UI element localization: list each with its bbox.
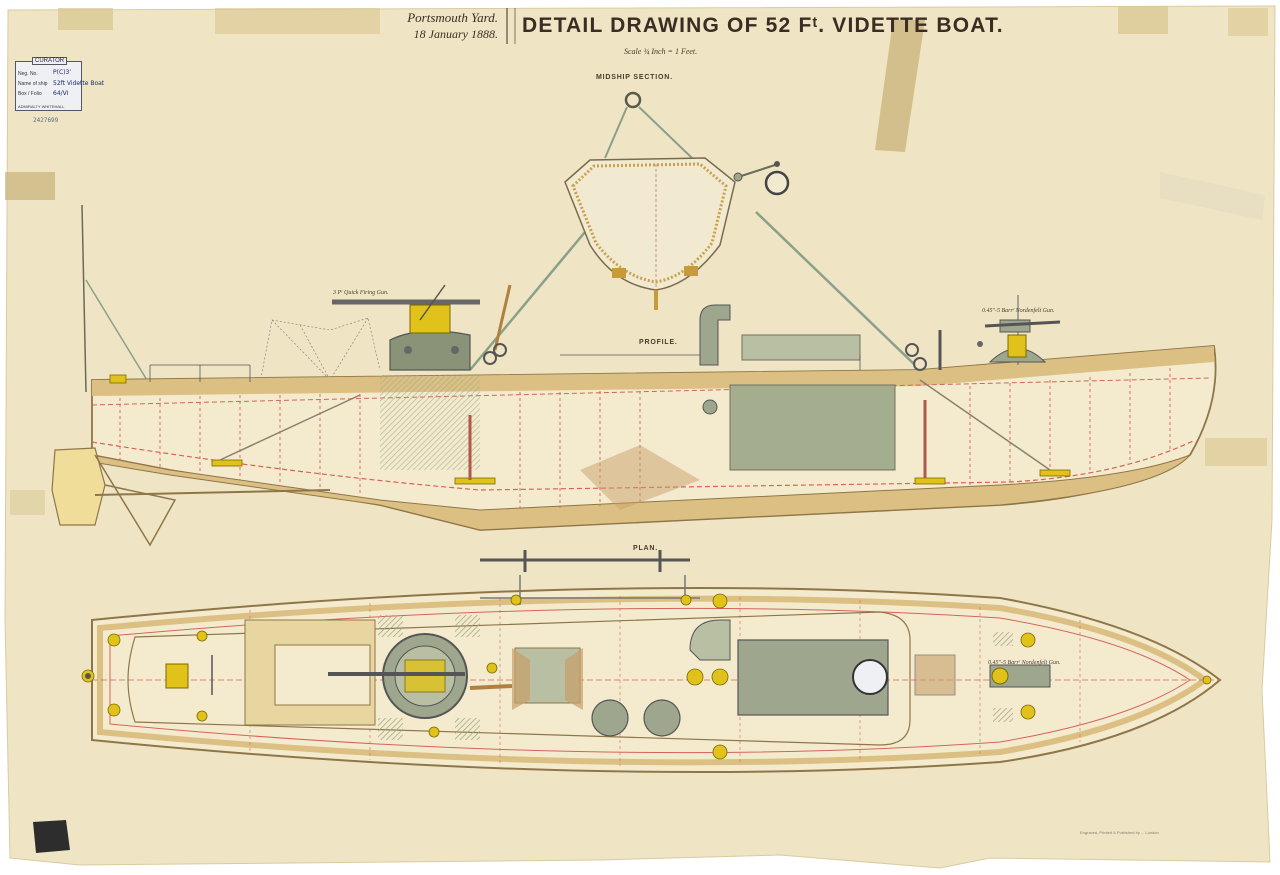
drawing-place: Portsmouth Yard. — [407, 10, 498, 25]
tape-mark — [1205, 438, 1267, 466]
tape-mark — [10, 490, 45, 515]
nordenfelt-plan-label: 0.45″-5 Barrʳ Nordenfelt Gun. — [988, 660, 1061, 666]
tape-mark — [1160, 172, 1265, 220]
stamp-row-label: Neg. No. — [18, 71, 38, 77]
tape-mark — [1228, 8, 1268, 36]
stamp-handwriting: 52ft Vidette Boat — [53, 80, 105, 87]
plan-label: PLAN. — [633, 545, 658, 552]
profile-view — [51, 204, 1217, 547]
curator-stamp: CURATOR Neg. No. P(C)3’ Name of ship 52f… — [15, 57, 104, 111]
tape-mark — [875, 20, 925, 152]
ink-stain — [33, 820, 70, 853]
drawing-scale: Scale ¾ Inch = 1 Feet. — [624, 47, 698, 56]
reference-number: 2427699 — [33, 117, 59, 124]
drawing-date: 18 January 1888. — [413, 27, 498, 41]
tape-mark — [1118, 6, 1168, 34]
stamp-row-label: Name of ship — [18, 81, 48, 87]
stamp-row-label: Box / Folio — [18, 91, 42, 97]
stamp-handwriting: 64/VI — [53, 90, 69, 97]
drawing-title: DETAIL DRAWING OF 52 Fᵗ. VIDETTE BOAT. — [522, 14, 1004, 37]
midship-section — [469, 91, 916, 371]
tape-mark — [58, 8, 113, 30]
tape-mark — [5, 172, 55, 200]
profile-label: PROFILE. — [639, 339, 678, 346]
stamp-footer: ADMIRALTY WHITEHALL — [18, 104, 65, 109]
plan-view — [81, 550, 1222, 774]
printer-note: Engraved, Printed & Published by ... Lon… — [1080, 830, 1159, 835]
qf-gun-label: 3 Pʳ Quick Firing Gun. — [333, 290, 389, 296]
stamp-header: CURATOR — [32, 57, 68, 65]
nordenfelt-profile-label: 0.45″-5 Barrʳ Nordenfelt Gun. — [982, 308, 1055, 314]
tape-mark — [215, 8, 380, 34]
midship-section-label: MIDSHIP SECTION. — [596, 74, 673, 81]
stamp-handwriting: P(C)3’ — [53, 69, 72, 76]
